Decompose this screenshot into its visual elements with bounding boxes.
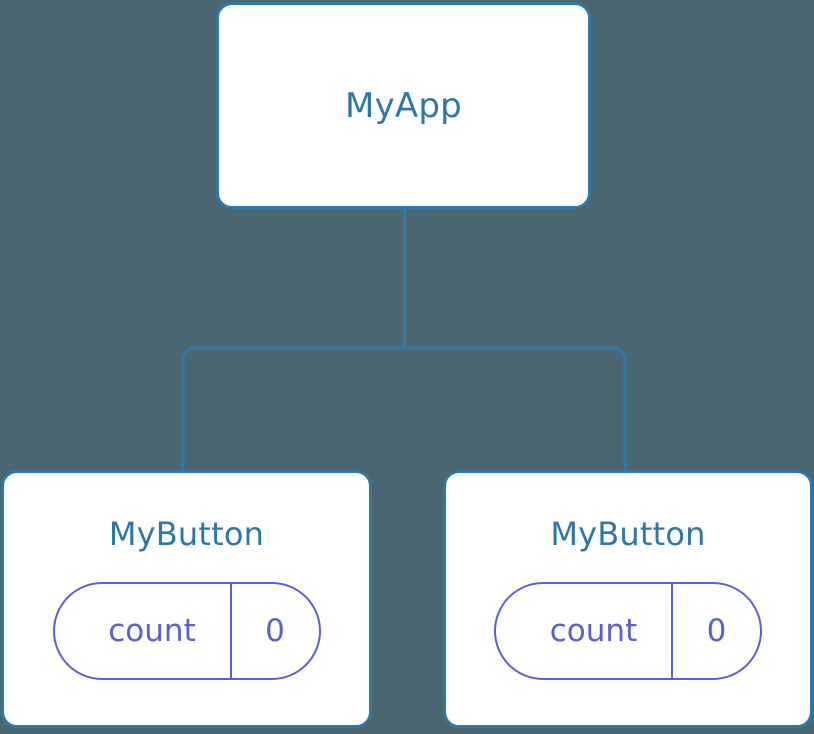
node-mybutton-left[interactable]: MyButton count 0 [1,470,372,728]
edge-branch-left [181,346,405,471]
state-pill-value: 0 [229,584,319,678]
state-pill-value: 0 [671,584,760,678]
state-pill-key: count [549,613,638,649]
node-title: MyButton [550,515,706,553]
state-pill-key: count [108,613,196,649]
node-mybutton-right[interactable]: MyButton count 0 [443,470,813,728]
node-title: MyApp [345,85,462,126]
edge-branch-right [404,346,627,471]
state-pill[interactable]: count 0 [494,582,762,680]
state-pill[interactable]: count 0 [52,582,321,680]
node-myapp[interactable]: MyApp [216,2,591,209]
node-title: MyButton [108,515,265,553]
